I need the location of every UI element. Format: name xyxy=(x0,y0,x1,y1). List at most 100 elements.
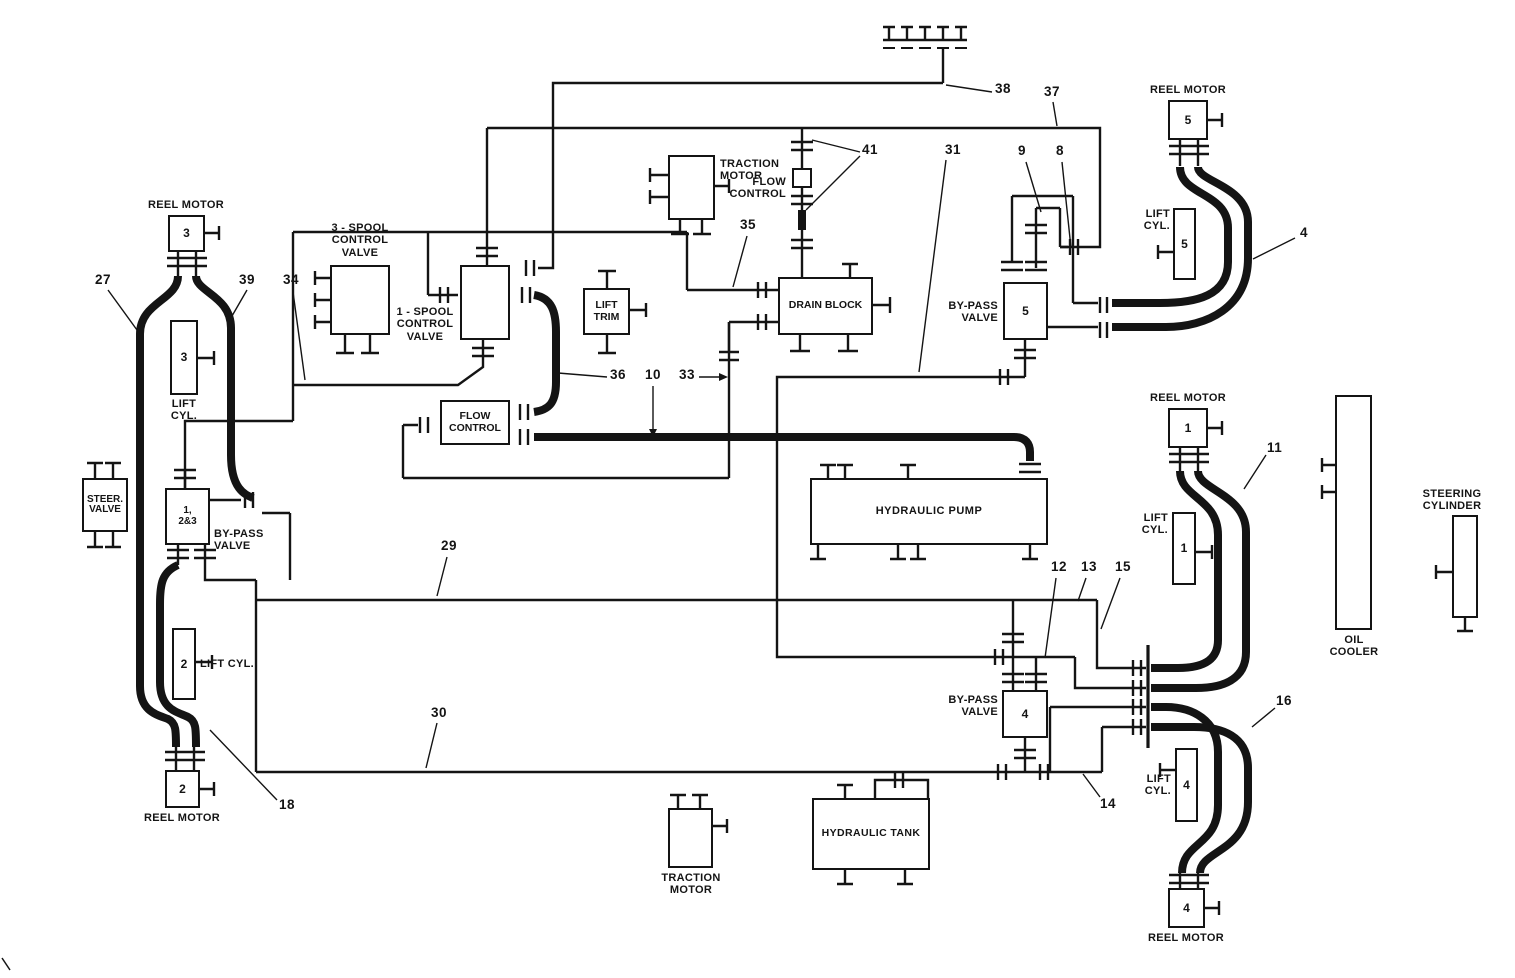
hydraulic-tank-box: HYDRAULIC TANK xyxy=(812,798,930,870)
reel-motor-3-unit: 3 xyxy=(183,226,190,241)
reel-motor-3-box: 3 xyxy=(168,215,205,252)
component-stubs xyxy=(87,113,1473,915)
steering-cylinder-box xyxy=(1452,515,1478,618)
traction-motor-top-box xyxy=(668,155,715,220)
by-pass-valve-123-label: BY-PASS VALVE xyxy=(214,528,264,553)
leader-arrowheads xyxy=(649,373,728,437)
callout-34: 34 xyxy=(283,272,300,287)
by-pass-valve-123-box: 1, 2&3 xyxy=(165,488,210,545)
reel-motor-5-label: REEL MOTOR xyxy=(1150,84,1226,96)
by-pass-valve-4-box: 4 xyxy=(1002,690,1048,738)
line-33 xyxy=(727,320,778,478)
hose-4-outer xyxy=(1151,723,1252,874)
reel-motor-1-unit: 1 xyxy=(1184,420,1192,435)
steer-valve-label: STEER. VALVE xyxy=(86,493,124,515)
by-pass-valve-5-box: 5 xyxy=(1003,282,1048,340)
callout-27: 27 xyxy=(95,272,112,287)
callout-41: 41 xyxy=(862,142,879,157)
coupling-bank-teeth xyxy=(883,25,967,40)
valve23-right-line xyxy=(210,498,292,580)
coupler-bars-vertical xyxy=(243,239,1143,788)
reel-motor-4-box: 4 xyxy=(1168,888,1205,928)
traction-motor-bottom-box xyxy=(668,808,713,868)
check-valve-symbol xyxy=(798,210,806,230)
traction-motor-top-label: TRACTION MOTOR xyxy=(720,158,780,183)
steer-valve-box: STEER. VALVE xyxy=(82,478,128,532)
line-30 xyxy=(256,705,1146,774)
by-pass-valve-4-label: BY-PASS VALVE xyxy=(948,694,998,719)
lift-cyl-4-label: LIFT CYL. xyxy=(1144,773,1171,798)
lift-cyl-2-label: LIFT CYL. xyxy=(200,658,255,670)
1-spool-control-valve-label: 1 - SPOOL CONTROL VALVE xyxy=(396,306,454,343)
lift-cyl-3-label: LIFT CYL. xyxy=(170,398,198,423)
callout-36: 36 xyxy=(610,367,627,382)
hydraulic-tank-label: HYDRAULIC TANK xyxy=(821,827,921,840)
hose-18 xyxy=(156,561,200,748)
reel-motor-1-box: 1 xyxy=(1168,408,1208,448)
line-37 xyxy=(487,126,1102,249)
valve5-outer-bracket xyxy=(1010,194,1098,305)
by-pass-valve-5-label: BY-PASS VALVE xyxy=(948,300,998,325)
reel-motor-5-unit: 5 xyxy=(1184,112,1192,127)
callout-33: 33 xyxy=(679,367,696,382)
flow-control-valve-square xyxy=(792,168,812,188)
line-29 xyxy=(203,545,1146,772)
hose-39 xyxy=(192,275,255,502)
hose-5-outer xyxy=(1112,165,1252,331)
reel-motor-4-unit: 4 xyxy=(1183,900,1190,915)
lift-cyl-4-unit: 4 xyxy=(1183,777,1190,792)
lift-cyl-2-box: 2 xyxy=(172,628,196,700)
by-pass-valve-5-unit: 5 xyxy=(1022,303,1029,318)
callout-11: 11 xyxy=(1267,440,1283,455)
callout-18: 18 xyxy=(279,797,296,812)
hydraulic-pump-box: HYDRAULIC PUMP xyxy=(810,478,1048,545)
coupling-bank-symbol xyxy=(883,25,967,83)
corner-artifact xyxy=(1,957,11,971)
callout-29: 29 xyxy=(441,538,458,553)
callout-leaders xyxy=(107,84,1296,801)
callout-38: 38 xyxy=(995,81,1012,96)
callout-9: 9 xyxy=(1018,143,1027,158)
hose-4-inner xyxy=(1151,703,1222,874)
reel-motor-2-unit: 2 xyxy=(179,781,186,796)
callout-35: 35 xyxy=(740,217,757,232)
reel-motor-4-label: REEL MOTOR xyxy=(1148,932,1224,944)
3-spool-control-valve-label: 3 - SPOOL CONTROL VALVE xyxy=(331,222,389,259)
callout-15: 15 xyxy=(1115,559,1132,574)
hose-10 xyxy=(534,433,1034,461)
coupler-bars-horizontal xyxy=(165,140,1209,885)
valve5-inner-bracket xyxy=(1034,206,1068,268)
flow-control-box: FLOW CONTROL xyxy=(440,400,510,445)
oil-cooler-box xyxy=(1335,395,1372,630)
reel-motor-2-label: REEL MOTOR xyxy=(144,812,220,824)
lift-cyl-1-unit: 1 xyxy=(1180,541,1188,556)
hose-5-inner xyxy=(1112,166,1232,307)
hose-36 xyxy=(533,291,560,416)
lift-cyl-5-label: LIFT CYL. xyxy=(1143,208,1170,233)
callout-30: 30 xyxy=(431,705,448,720)
1-spool-control-valve-box xyxy=(460,265,510,340)
hose-1-outer xyxy=(1151,470,1250,692)
callout-37: 37 xyxy=(1044,84,1061,99)
callout-16: 16 xyxy=(1276,693,1293,708)
drain-block-box: DRAIN BLOCK xyxy=(778,277,873,335)
hose-27 xyxy=(136,275,182,748)
by-pass-valve-4-unit: 4 xyxy=(1021,706,1029,721)
hose-1-inner xyxy=(1151,470,1222,672)
callout-8: 8 xyxy=(1056,143,1065,158)
hoses xyxy=(136,165,1252,874)
callout-4: 4 xyxy=(1300,225,1309,240)
line-34 xyxy=(183,340,485,488)
reel-motor-1-label: REEL MOTOR xyxy=(1150,392,1226,404)
by-pass-valve-123-unit: 1, 2&3 xyxy=(178,505,197,527)
line-38 xyxy=(538,81,943,270)
lift-trim-label: LIFT TRIM xyxy=(593,299,620,323)
callout-39: 39 xyxy=(239,272,256,287)
lift-cyl-4-box: 4 xyxy=(1175,748,1198,822)
lift-trim-box: LIFT TRIM xyxy=(583,288,630,335)
flow-control-top-label: FLOW CONTROL xyxy=(729,176,786,201)
reel-motor-3-label: REEL MOTOR xyxy=(148,199,224,211)
flow-control-left-line xyxy=(401,423,729,480)
